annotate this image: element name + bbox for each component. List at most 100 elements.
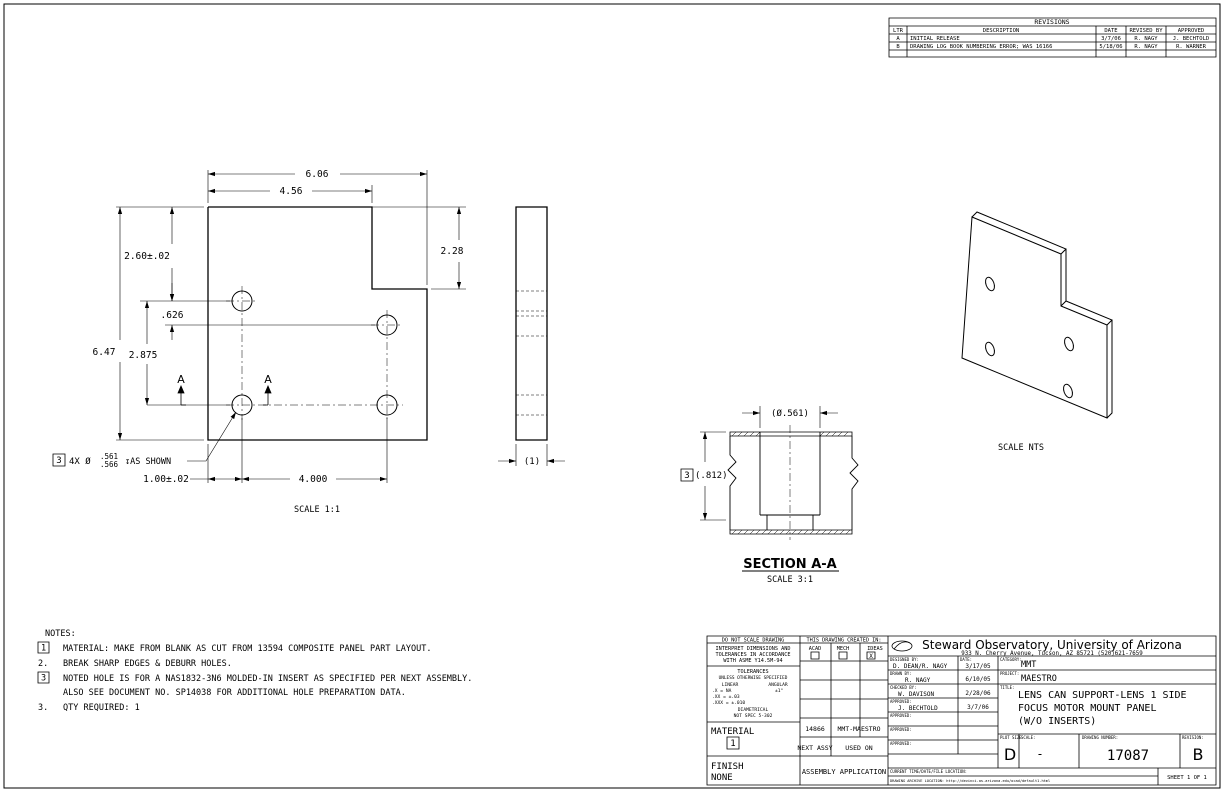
checked-by: W. DAVISON (898, 691, 935, 698)
svg-text:R. WARNER: R. WARNER (1176, 44, 1206, 50)
org-address: 933 N. Cherry Avenue, Tucson, AZ 85721 (… (961, 651, 1143, 657)
front-view: A A 6.06 4.56 2.28 2.60±.02 .626 6.47 2.… (53, 169, 466, 515)
svg-text:±1°: ±1° (775, 688, 784, 694)
finish-value: NONE (711, 773, 733, 783)
side-view: (1) (498, 207, 565, 467)
svg-text:TOLERANCES: TOLERANCES (737, 669, 768, 675)
section-view: (Ø.561) 3 (.812) SECTION A-A SCALE 3:1 (681, 406, 858, 585)
revisions-table (889, 18, 1216, 57)
svg-text:4X Ø: 4X Ø (69, 456, 91, 467)
hole-callout: 3 4X Ø .561 .566 ↧AS SHOWN (53, 452, 171, 469)
sheet-border (4, 4, 1220, 788)
rev-header-ltr: LTR (893, 28, 904, 34)
section-marker-right: A (264, 373, 272, 386)
svg-text:ASSEMBLY APPLICATION: ASSEMBLY APPLICATION (802, 768, 886, 776)
dim-hole-vertical: 2.875 (129, 350, 158, 361)
svg-text:MECH: MECH (837, 646, 850, 652)
iso-scale: SCALE NTS (998, 443, 1044, 453)
svg-text:CURRENT TIME/DATE/FILE LOCATIO: CURRENT TIME/DATE/FILE LOCATION: (890, 769, 967, 774)
title-block-middle: THIS DRAWING CREATED IN: ACAD MECH IDEAS… (797, 638, 886, 777)
note-3: NOTED HOLE IS FOR A NAS1832-3N6 MOLDED-I… (63, 674, 472, 684)
svg-text:DESIGNED BY:: DESIGNED BY: (890, 657, 919, 662)
revisions-headers: LTR DESCRIPTION DATE REVISED BY APPROVED (893, 28, 1204, 34)
sheet-number: SHEET 1 OF 1 (1167, 775, 1207, 781)
section-scale: SCALE 3:1 (767, 575, 813, 585)
svg-text:TITLE:: TITLE: (1000, 685, 1014, 690)
svg-text:↧AS SHOWN: ↧AS SHOWN (125, 457, 171, 467)
svg-text:X: X (869, 653, 873, 660)
dim-top-to-hole: 2.60±.02 (124, 251, 170, 262)
svg-text:3/7/06: 3/7/06 (1101, 36, 1121, 42)
svg-text:WITH ASME Y14.5M-94: WITH ASME Y14.5M-94 (723, 658, 782, 664)
dim-section-depth: (.812) (695, 471, 728, 481)
drawn-date: 6/10/05 (965, 676, 991, 683)
svg-text:3: 3 (41, 674, 46, 684)
svg-text:DRAWING NUMBER:: DRAWING NUMBER: (1082, 735, 1118, 740)
org-logo (891, 640, 913, 652)
svg-text:MMT-MAESTRO: MMT-MAESTRO (837, 725, 880, 733)
checked-date: 2/28/06 (965, 690, 991, 697)
svg-text:J. BECHTOLD: J. BECHTOLD (1173, 36, 1209, 42)
dim-notch-height: 2.28 (441, 246, 464, 257)
note-3-cont: ALSO SEE DOCUMENT NO. SP14038 FOR ADDITI… (63, 688, 406, 698)
isometric-view (962, 212, 1112, 418)
rev-header-description: DESCRIPTION (983, 28, 1019, 34)
revisions-title: REVISIONS (1034, 18, 1069, 26)
front-view-scale: SCALE 1:1 (294, 505, 340, 515)
svg-text:5/18/06: 5/18/06 (1099, 44, 1122, 50)
svg-text:NEXT ASSY: NEXT ASSY (797, 744, 832, 752)
svg-text:APPROVED:: APPROVED: (890, 727, 912, 732)
centerlines (226, 286, 403, 420)
dim-hole-spacing: 4.000 (299, 474, 328, 485)
svg-text:DATE:: DATE: (960, 657, 972, 662)
mounting-holes (232, 291, 397, 415)
svg-text:R. NAGY: R. NAGY (1134, 36, 1158, 42)
dim-edge-to-hole: 1.00±.02 (143, 474, 189, 485)
svg-text:TOLERANCES IN ACCORDANCE: TOLERANCES IN ACCORDANCE (716, 652, 791, 658)
designed-date: 3/17/05 (965, 663, 991, 670)
dim-notch-width: 4.56 (280, 186, 303, 197)
svg-text:CHECKED BY:: CHECKED BY: (890, 685, 917, 690)
revision-row-b: B DRAWING LOG BOOK NUMBERING ERROR; WAS … (896, 44, 1206, 50)
svg-text:1: 1 (730, 739, 735, 749)
svg-text:DRAWN BY:: DRAWN BY: (890, 671, 912, 676)
svg-text:.XX = ±.03: .XX = ±.03 (712, 694, 740, 700)
svg-text:2.: 2. (38, 659, 48, 669)
approved-date: 3/7/06 (967, 704, 989, 711)
note-2: BREAK SHARP EDGES & DEBURR HOLES. (63, 659, 232, 669)
drawing-title-2: FOCUS MOTOR MOUNT PANEL (1018, 703, 1156, 714)
title-block-left: DO NOT SCALE DRAWING INTERPRET DIMENSION… (711, 638, 790, 784)
svg-text:B: B (896, 44, 900, 50)
project: MAESTRO (1021, 674, 1057, 684)
note-1: MATERIAL: MAKE FROM BLANK AS CUT FROM 13… (63, 644, 431, 654)
dim-overall-height: 6.47 (93, 347, 116, 358)
rev-header-approved: APPROVED (1178, 28, 1205, 34)
svg-text:DO NOT SCALE DRAWING: DO NOT SCALE DRAWING (722, 638, 784, 644)
notes-heading: NOTES: (45, 629, 76, 639)
title-block-right: Steward Observatory, University of Arizo… (890, 638, 1207, 783)
drawing-title-1: LENS CAN SUPPORT-LENS 1 SIDE (1018, 690, 1187, 701)
svg-text:APPROVED:: APPROVED: (890, 699, 912, 704)
section-title: SECTION A-A (743, 557, 836, 572)
approved-by: J. BECHTOLD (898, 705, 938, 712)
rev-header-date: DATE (1104, 28, 1117, 34)
section-a-markers (178, 386, 271, 405)
dim-thickness: (1) (524, 457, 540, 467)
svg-text:USED ON: USED ON (845, 744, 872, 752)
dim-depth-ref: 3 (684, 471, 689, 481)
svg-text:1: 1 (41, 644, 46, 654)
svg-text:.566: .566 (100, 460, 119, 469)
category: MMT (1021, 660, 1036, 670)
svg-text:R. NAGY: R. NAGY (1134, 44, 1158, 50)
org-name: Steward Observatory, University of Arizo… (922, 638, 1182, 652)
svg-text:APPROVED:: APPROVED: (890, 713, 912, 718)
svg-text:ACAD: ACAD (809, 646, 822, 652)
svg-text:REVISION:: REVISION: (1182, 735, 1204, 740)
revision-row-a: A INITIAL RELEASE 3/7/06 R. NAGY J. BECH… (896, 36, 1209, 42)
title-block (707, 636, 1216, 785)
svg-text:A: A (896, 36, 900, 42)
dim-hole-offset: .626 (161, 310, 184, 321)
finish-label: FINISH (711, 762, 744, 772)
notes: NOTES: 1 MATERIAL: MAKE FROM BLANK AS CU… (38, 629, 472, 713)
